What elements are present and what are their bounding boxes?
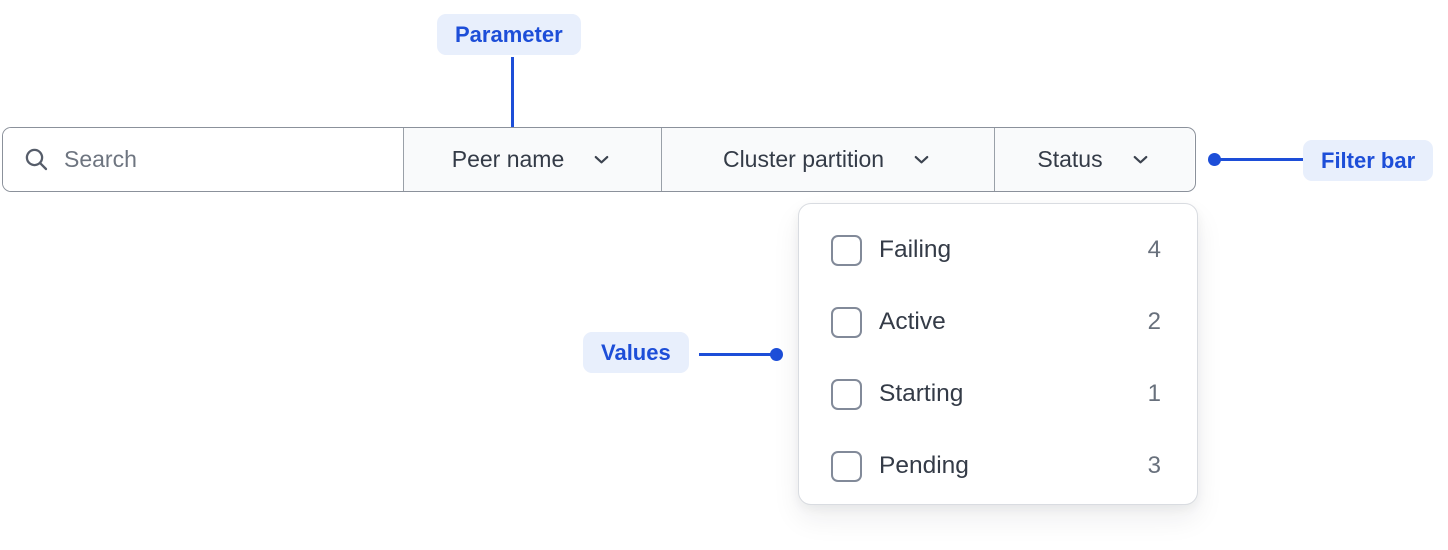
option-label: Failing (879, 236, 952, 263)
filter-bar-connector-dot (1208, 153, 1221, 166)
annotation-badge-values: Values (583, 332, 689, 373)
status-option-failing[interactable]: Failing 4 (799, 226, 1197, 274)
dropdown-label: Peer name (451, 146, 565, 172)
option-count: 4 (1147, 236, 1161, 263)
option-count: 3 (1147, 452, 1161, 479)
checkbox[interactable] (831, 306, 862, 338)
option-label: Pending (879, 452, 969, 479)
option-label: Starting (879, 380, 964, 407)
filter-bar: Peer name Cluster partition Status (2, 127, 1196, 192)
option-count: 2 (1147, 308, 1161, 335)
chevron-down-icon (1133, 156, 1147, 164)
annotation-badge-filter-bar: Filter bar (1303, 140, 1434, 181)
search-icon (25, 148, 48, 171)
parameter-connector-line (511, 57, 514, 135)
values-connector-dot (770, 348, 783, 361)
dropdown-status[interactable]: Status (994, 128, 1194, 191)
option-count: 1 (1147, 380, 1161, 407)
dropdown-peer-name[interactable]: Peer name (403, 128, 661, 191)
chevron-down-icon (594, 156, 609, 164)
search-field[interactable] (3, 128, 403, 191)
status-option-starting[interactable]: Starting 1 (799, 370, 1197, 418)
values-connector-line (699, 353, 775, 356)
dropdown-label: Status (1037, 146, 1103, 172)
annotation-badge-parameter: Parameter (437, 14, 581, 55)
status-option-pending[interactable]: Pending 3 (799, 442, 1197, 490)
chevron-down-icon (914, 156, 929, 164)
checkbox[interactable] (831, 450, 862, 482)
dropdown-label: Cluster partition (722, 146, 885, 172)
filter-bar-connector-line (1215, 158, 1303, 161)
dropdown-cluster-partition[interactable]: Cluster partition (661, 128, 994, 191)
option-label: Active (879, 308, 946, 335)
search-input[interactable] (64, 146, 403, 173)
status-dropdown-menu: Failing 4 Active 2 Starting 1 Pending 3 (798, 203, 1198, 505)
checkbox[interactable] (831, 378, 862, 410)
checkbox[interactable] (831, 234, 862, 266)
status-option-active[interactable]: Active 2 (799, 298, 1197, 346)
